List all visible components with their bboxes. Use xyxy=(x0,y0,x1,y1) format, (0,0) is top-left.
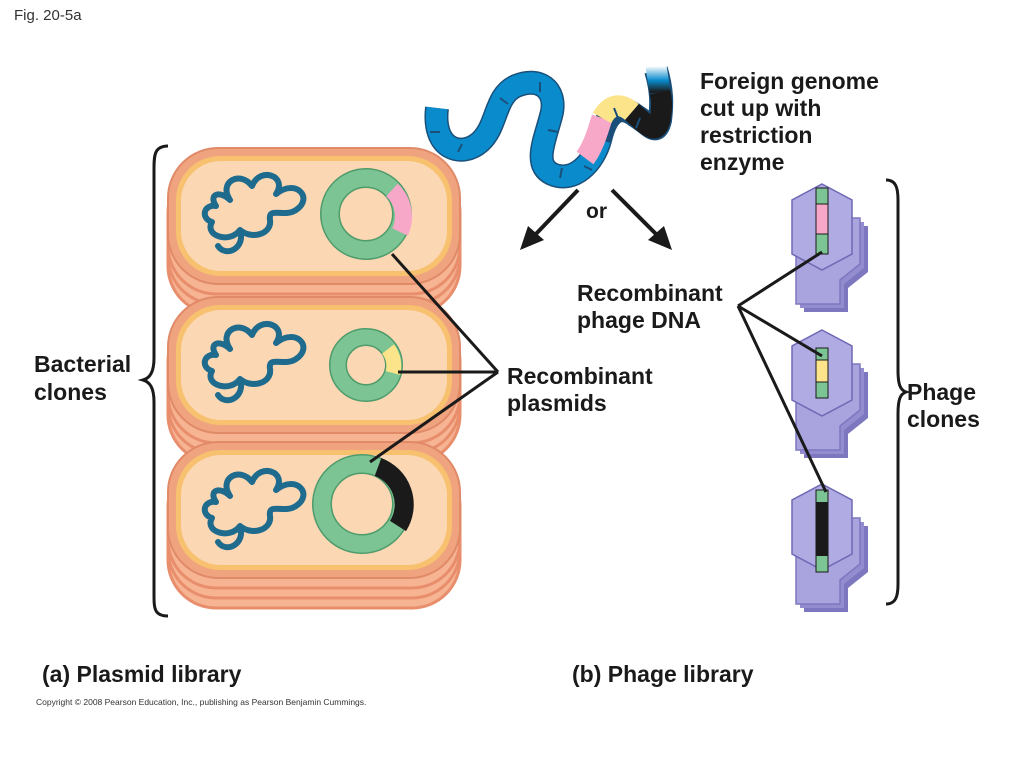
recombinant-phage-dna-line1: Recombinant xyxy=(577,280,723,306)
copyright-notice: Copyright © 2008 Pearson Education, Inc.… xyxy=(36,697,367,707)
foreign-genome-label-line1: Foreign genome xyxy=(700,68,879,94)
plasmid-yellow xyxy=(329,328,403,402)
foreign-genome-label-line3: restriction xyxy=(700,122,813,148)
recombinant-plasmids-line1: Recombinant xyxy=(507,363,653,389)
recombinant-phage-dna-line2: phage DNA xyxy=(577,307,701,333)
plasmid-black xyxy=(312,454,414,554)
foreign-genome-dna xyxy=(424,64,674,189)
phage-clones-brace xyxy=(885,178,911,606)
split-arrows xyxy=(520,188,672,250)
bacterial-cell-2 xyxy=(166,295,462,465)
panel-b-caption: (b) Phage library xyxy=(572,661,754,687)
panel-a-caption: (a) Plasmid library xyxy=(42,661,242,687)
phage-clones-line1: Phage xyxy=(907,379,977,405)
phage-3 xyxy=(791,483,869,613)
bacterial-cell-3 xyxy=(166,440,462,610)
bacterial-clones-line2: clones xyxy=(34,379,107,405)
bacterial-clones-line1: Bacterial xyxy=(34,351,132,377)
phage-1 xyxy=(791,183,869,313)
phage-2 xyxy=(791,329,869,459)
figure-id: Fig. 20-5a xyxy=(14,7,82,24)
plasmid-pointer-lines xyxy=(369,252,500,464)
phage-clones-line2: clones xyxy=(907,406,980,432)
recombinant-plasmids-line2: plasmids xyxy=(507,390,607,416)
phage-pointer-lines xyxy=(736,250,828,493)
bacterial-clones-brace xyxy=(137,144,169,618)
or-label: or xyxy=(586,200,607,223)
bacterial-cell-1 xyxy=(166,146,462,316)
plasmid-pink xyxy=(320,168,412,260)
foreign-genome-label-line2: cut up with xyxy=(700,95,822,121)
foreign-genome-label-line4: enzyme xyxy=(700,149,785,175)
